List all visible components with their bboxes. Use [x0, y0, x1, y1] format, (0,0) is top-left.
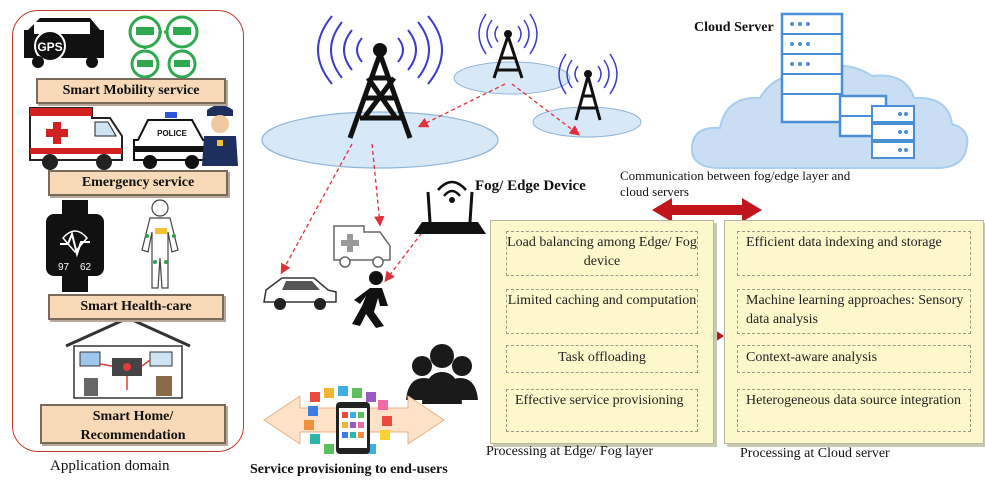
app-icons-cluster — [304, 386, 392, 454]
cell-tower-medium-icon — [478, 13, 538, 79]
ambulance-icon — [29, 107, 123, 170]
cloud-server-label: Cloud Server — [694, 20, 774, 35]
service-label-smart-health: Smart Health-care — [48, 294, 224, 320]
coverage-area-medium — [453, 61, 571, 95]
edge-item-load-balancing: Load balancing among Edge/ Fog device — [506, 231, 698, 276]
edge-processing-panel: Load balancing among Edge/ Fog device Li… — [490, 220, 714, 444]
edge-item-task-offloading: Task offloading — [506, 345, 698, 373]
service-provisioning-label: Service provisioning to end-users — [250, 462, 448, 477]
car-icon — [263, 277, 337, 310]
service-label-smart-home: Smart Home/ Recommendation — [40, 404, 226, 444]
service-label-smart-mobility: Smart Mobility service — [36, 78, 226, 104]
smartwatch-icon: 97 62 — [46, 200, 104, 292]
watch-reading-right: 62 — [80, 262, 92, 273]
cloud-item-machine-learning: Machine learning approaches: Sensory dat… — [737, 289, 971, 334]
application-domain-panel — [12, 10, 244, 452]
users-group-icon — [406, 344, 478, 404]
signal-arrows — [280, 83, 581, 283]
gps-car-icon: GPS — [24, 18, 104, 68]
police-car-icon: POLICE — [133, 112, 209, 169]
gps-text: GPS — [37, 40, 62, 54]
ambulance-outline-icon — [333, 225, 391, 268]
police-officer-icon — [202, 105, 238, 166]
fog-edge-router-icon — [414, 180, 486, 234]
application-domain-caption: Application domain — [50, 458, 170, 474]
smart-home-icon — [65, 316, 191, 399]
body-sensor-icon — [141, 199, 179, 289]
fog-cloud-communication-arrow — [652, 198, 762, 222]
police-text: POLICE — [157, 129, 187, 138]
edge-layer-caption: Processing at Edge/ Fog layer — [486, 444, 654, 459]
coverage-area-small — [532, 106, 642, 138]
watch-reading-left: 97 — [58, 262, 70, 273]
service-label-emergency: Emergency service — [48, 170, 228, 196]
pedestrian-icon — [352, 271, 388, 328]
cloud-processing-panel: Efficient data indexing and storage Mach… — [724, 220, 984, 444]
fog-edge-device-label: Fog/ Edge Device — [475, 178, 586, 194]
connected-cars-icon — [128, 15, 199, 79]
cell-tower-small-icon — [558, 53, 618, 121]
cloud-item-context-aware: Context-aware analysis — [737, 345, 971, 373]
cell-tower-large-icon — [317, 15, 443, 139]
communication-label: Communication between fog/edge layer and… — [620, 168, 851, 199]
coverage-area-large — [261, 111, 499, 169]
edge-item-service-provisioning: Effective service provisioning — [506, 389, 698, 432]
edge-item-caching: Limited caching and computation — [506, 289, 698, 334]
cloud-item-heterogeneous: Heterogeneous data source integration — [737, 389, 971, 432]
cloud-server-icon — [690, 12, 969, 169]
cloud-item-data-indexing: Efficient data indexing and storage — [737, 231, 971, 276]
cloud-layer-caption: Processing at Cloud server — [740, 446, 890, 461]
